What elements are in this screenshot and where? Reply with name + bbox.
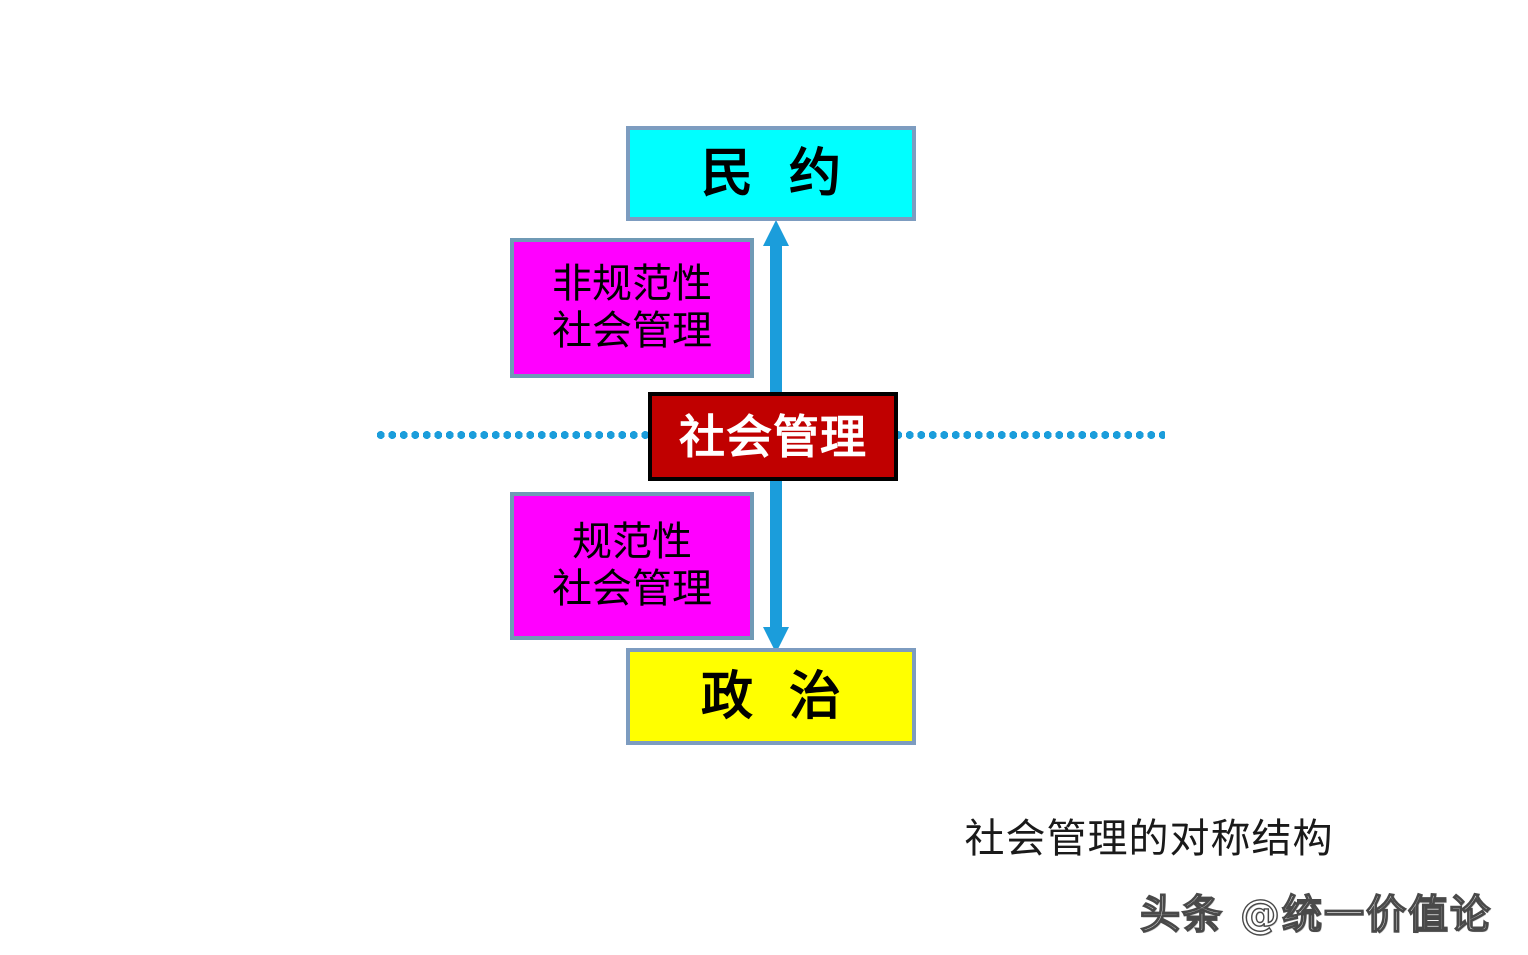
node-formal-line2: 社会管理 — [552, 566, 712, 612]
node-zhengzhi-label: 政治 — [700, 665, 877, 727]
watermark: 头条 @统一价值论 — [1139, 891, 1492, 938]
node-center-label: 社会管理 — [679, 409, 867, 464]
node-social-management-center: 社会管理 — [648, 392, 898, 481]
node-formal-line1: 规范性 — [572, 518, 692, 565]
arrow-down-icon — [763, 478, 789, 653]
node-formal-social-management: 规范性 社会管理 — [510, 492, 754, 640]
node-minyue-label: 民约 — [700, 142, 877, 204]
diagram-caption: 社会管理的对称结构 — [0, 806, 1528, 864]
node-zhengzhi: 政治 — [626, 648, 916, 745]
node-minyue: 民约 — [626, 126, 916, 221]
diagram-caption-text: 社会管理的对称结构 — [964, 816, 1334, 862]
node-informal-line1: 非规范性 — [552, 260, 712, 307]
node-informal-social-management: 非规范性 社会管理 — [510, 238, 754, 378]
node-informal-line2: 社会管理 — [552, 308, 712, 354]
arrow-up-icon — [763, 220, 789, 396]
